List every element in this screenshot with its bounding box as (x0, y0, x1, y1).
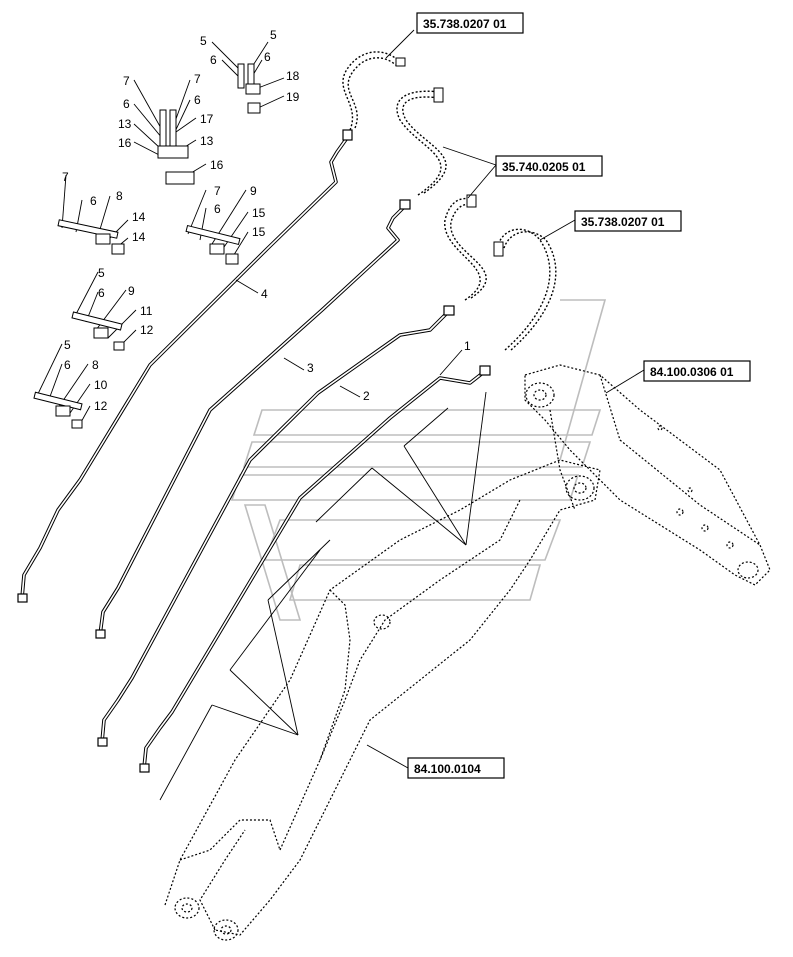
hose-top (342, 51, 406, 131)
hose-middle-lower (444, 194, 487, 301)
part-label: 13 (118, 117, 132, 131)
part-number-labels: 5 6 5 6 18 19 7 7 6 6 17 13 13 16 16 7 6… (62, 28, 300, 413)
part-label: 16 (210, 158, 224, 172)
ref-box-boom[interactable]: 84.100.0104 (407, 757, 505, 779)
part-label: 13 (200, 134, 214, 148)
part-label: 5 (270, 28, 277, 42)
parts-group-4 (185, 189, 249, 265)
parts-group-1 (211, 41, 285, 114)
ref-box-hose-middle[interactable]: 35.740.0205 01 (495, 155, 603, 177)
part-label: 6 (210, 53, 217, 67)
part-label: 9 (128, 284, 135, 298)
part-label: 6 (90, 194, 97, 208)
hose-right (493, 228, 557, 351)
part-label: 12 (94, 399, 108, 413)
part-label: 5 (98, 266, 105, 280)
arm-outline (524, 364, 771, 586)
ref-label: 84.100.0306 01 (650, 365, 734, 379)
part-label: 5 (200, 34, 207, 48)
part-label: 9 (250, 184, 257, 198)
part-label: 18 (286, 69, 300, 83)
part-label: 6 (64, 358, 71, 372)
pipe-1 (142, 370, 486, 770)
boom-outline (164, 459, 601, 941)
part-label: 14 (132, 230, 146, 244)
ref-label: 35.738.0207 01 (423, 17, 507, 31)
part-label: 6 (214, 202, 221, 216)
pipe-label: 2 (363, 389, 370, 403)
pipe-fittings (17, 129, 491, 773)
pipe-label: 1 (464, 339, 471, 353)
parts-group-6 (33, 343, 91, 429)
parts-group-5 (71, 271, 137, 351)
ref-box-arm[interactable]: 84.100.0306 01 (643, 360, 751, 382)
ref-box-hose-right[interactable]: 35.738.0207 01 (574, 210, 682, 232)
pipe-label: 4 (261, 287, 268, 301)
ref-box-hose-top[interactable]: 35.738.0207 01 (416, 12, 524, 34)
part-label: 8 (92, 358, 99, 372)
part-label: 11 (140, 304, 153, 318)
ref-label: 35.738.0207 01 (581, 215, 665, 229)
part-label: 17 (200, 112, 214, 126)
pipe-3 (98, 204, 407, 637)
watermark-logo (230, 299, 607, 621)
part-label: 12 (140, 323, 154, 337)
hose-middle-upper (396, 87, 447, 196)
part-label: 6 (123, 97, 130, 111)
ref-label: 35.740.0205 01 (502, 160, 586, 174)
ref-label: 84.100.0104 (414, 762, 481, 776)
part-label: 7 (123, 74, 130, 88)
part-label: 8 (116, 189, 123, 203)
part-label: 6 (98, 286, 105, 300)
parts-group-3 (57, 174, 129, 255)
part-label: 6 (264, 50, 271, 64)
part-label: 14 (132, 210, 146, 224)
part-label: 7 (62, 170, 69, 184)
part-label: 7 (194, 72, 201, 86)
pipe-2 (100, 310, 450, 744)
part-label: 19 (286, 90, 300, 104)
parts-group-2 (133, 79, 207, 185)
pipe-label: 3 (307, 361, 314, 375)
part-label: 15 (252, 206, 266, 220)
part-label: 5 (64, 338, 71, 352)
pipe-4 (20, 136, 349, 600)
part-label: 6 (194, 93, 201, 107)
part-label: 7 (214, 184, 221, 198)
pipe-number-labels: 4 3 2 1 (235, 279, 471, 403)
part-label: 10 (94, 378, 108, 392)
reference-leaders (159, 29, 645, 801)
part-label: 16 (118, 136, 132, 150)
part-label: 15 (252, 225, 266, 239)
